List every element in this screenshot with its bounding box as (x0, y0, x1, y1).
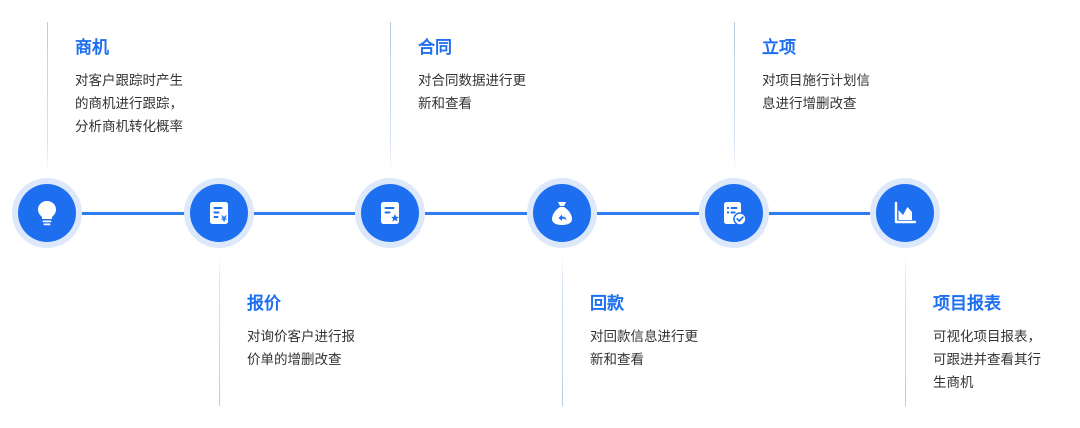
lightbulb-icon (38, 201, 56, 226)
timeline-segment (82, 212, 185, 215)
money-bag-icon (552, 202, 572, 225)
step-block-3: 合同 对合同数据进行更 新和查看 (418, 38, 618, 116)
step-node-4 (527, 178, 597, 248)
step-node-6 (870, 178, 940, 248)
step-title: 立项 (762, 38, 796, 58)
step-node-5 (699, 178, 769, 248)
step-description: 对合同数据进行更 新和查看 (418, 73, 526, 112)
step-node-1 (12, 178, 82, 248)
step-description: 对回款信息进行更 新和查看 (590, 329, 698, 368)
quote-document-icon: ¥ (210, 202, 228, 224)
step-node-2: ¥ (184, 178, 254, 248)
connector-line (390, 22, 391, 174)
step-title: 回款 (590, 294, 624, 314)
step-block-6: 项目报表 可视化项目报表， 可跟进并查看其行 生商机 (933, 294, 1073, 395)
step-description: 对询价客户进行报 价单的增删改查 (247, 329, 355, 368)
step-description: 对项目施行计划信 息进行增删改查 (762, 73, 870, 112)
connector-line (905, 254, 906, 406)
step-title: 商机 (75, 38, 109, 58)
timeline-segment (425, 212, 527, 215)
checklist-icon (724, 202, 747, 226)
svg-text:¥: ¥ (221, 215, 227, 224)
contract-document-icon (381, 202, 399, 224)
connector-line (734, 22, 735, 174)
step-description: 可视化项目报表， 可跟进并查看其行 生商机 (933, 329, 1041, 391)
timeline-segment (254, 212, 355, 215)
step-block-1: 商机 对客户跟踪时产生 的商机进行跟踪， 分析商机转化概率 (75, 38, 275, 139)
connector-line (219, 254, 220, 406)
step-title: 合同 (418, 38, 452, 58)
chart-icon (894, 201, 917, 224)
step-description: 对客户跟踪时产生 的商机进行跟踪， 分析商机转化概率 (75, 73, 183, 135)
step-block-5: 立项 对项目施行计划信 息进行增删改查 (762, 38, 962, 116)
connector-line (562, 254, 563, 406)
connector-line (47, 22, 48, 174)
step-block-2: 报价 对询价客户进行报 价单的增删改查 (247, 294, 447, 372)
step-node-3 (355, 178, 425, 248)
timeline-segment (769, 212, 870, 215)
step-title: 报价 (247, 294, 281, 314)
step-title: 项目报表 (933, 294, 1001, 314)
step-block-4: 回款 对回款信息进行更 新和查看 (590, 294, 790, 372)
timeline-segment (597, 212, 699, 215)
